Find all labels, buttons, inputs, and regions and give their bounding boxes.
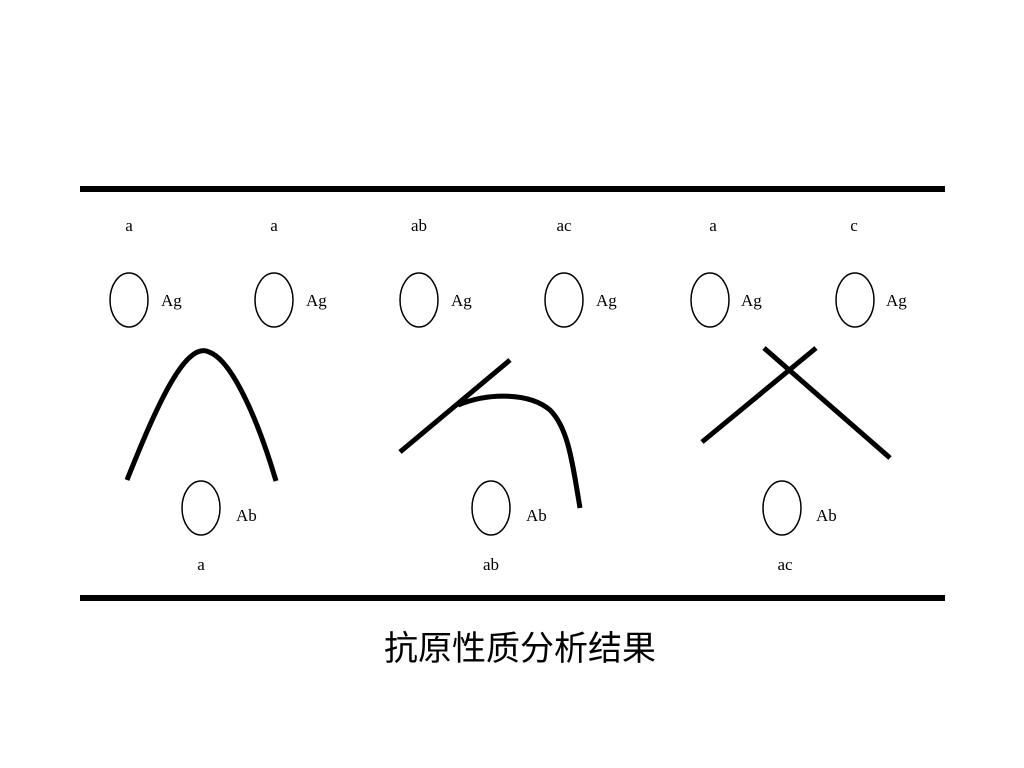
antigen-well-right bbox=[254, 272, 294, 328]
ab-label: Ab bbox=[236, 506, 257, 525]
panel-identity: a a Ag Ag Ab a bbox=[109, 216, 327, 574]
antigen-well-left bbox=[399, 272, 439, 328]
ag-label-left: Ag bbox=[161, 291, 182, 310]
precipitation-line-left bbox=[700, 346, 818, 444]
ab-label: Ab bbox=[526, 506, 547, 525]
ag-label-left: Ag bbox=[741, 291, 762, 310]
panel-non-identity: a c Ag Ag Ab ac bbox=[690, 216, 907, 574]
panel-partial-identity: ab ac Ag Ag Ab ab bbox=[398, 216, 617, 574]
antigen-well-right bbox=[835, 272, 875, 328]
antibody-well bbox=[181, 480, 221, 536]
antibody-well bbox=[471, 480, 511, 536]
antigen-label-left: a bbox=[125, 216, 133, 235]
antibody-label: ac bbox=[777, 555, 793, 574]
ab-label: Ab bbox=[816, 506, 837, 525]
precipitation-arc bbox=[124, 348, 279, 482]
antibody-label: a bbox=[197, 555, 205, 574]
ag-label-left: Ag bbox=[451, 291, 472, 310]
ag-label-right: Ag bbox=[306, 291, 327, 310]
antigen-well-left bbox=[690, 272, 730, 328]
ag-label-right: Ag bbox=[886, 291, 907, 310]
antigen-label-right: c bbox=[850, 216, 858, 235]
antigen-label-left: ab bbox=[411, 216, 427, 235]
precipitation-curve bbox=[457, 393, 583, 509]
antibody-well bbox=[762, 480, 802, 536]
ag-label-right: Ag bbox=[596, 291, 617, 310]
antibody-label: ab bbox=[483, 555, 499, 574]
antigen-label-right: a bbox=[270, 216, 278, 235]
diagram-caption: 抗原性质分析结果 bbox=[384, 629, 656, 669]
precipitation-spur-line bbox=[398, 358, 512, 454]
antigen-label-right: ac bbox=[556, 216, 572, 235]
antigen-well-right bbox=[544, 272, 584, 328]
precipitation-line-right bbox=[762, 346, 892, 460]
antigen-label-left: a bbox=[709, 216, 717, 235]
antigen-well-left bbox=[109, 272, 149, 328]
